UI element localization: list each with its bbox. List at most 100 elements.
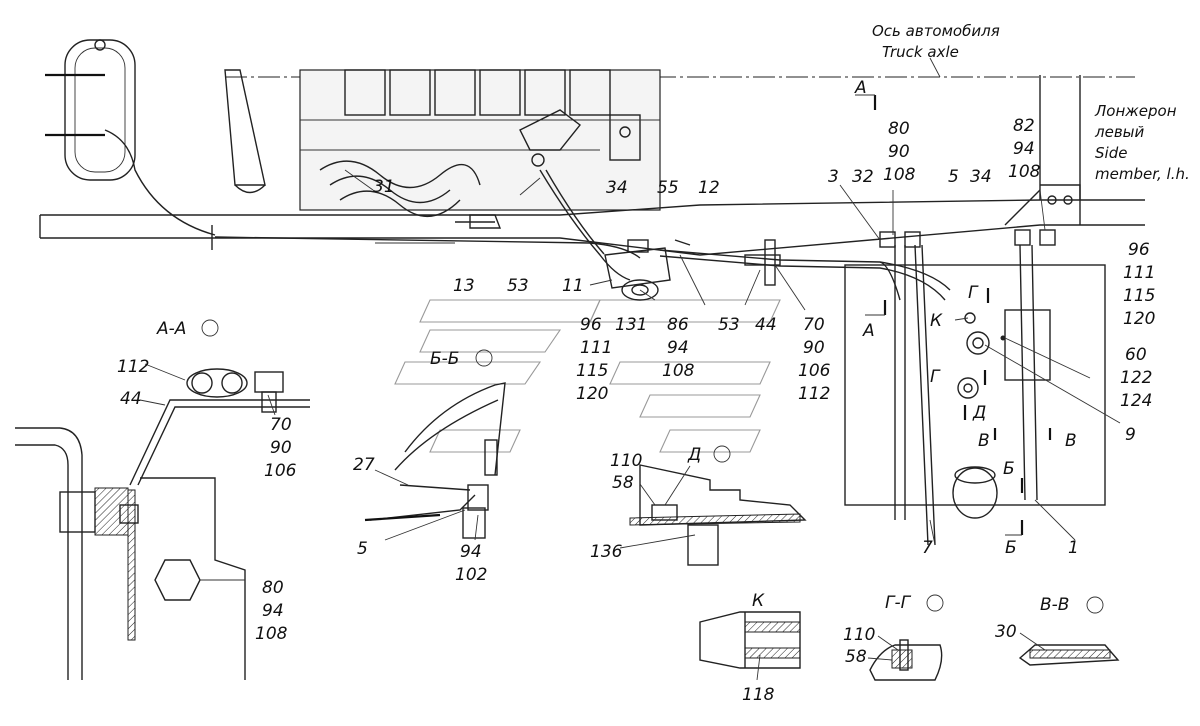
engine-assembly (224, 69, 661, 218)
label-90b: 90 (803, 338, 825, 358)
label-53: 53 (507, 276, 529, 296)
label-115: 115 (576, 361, 608, 381)
label-136: 136 (590, 542, 623, 562)
leader-lines (139, 169, 1121, 681)
label-70: 70 (803, 315, 825, 335)
section-mark-g-1: Г (968, 283, 979, 303)
section-title-bb: Б-Б (430, 349, 459, 369)
label-44: 44 (755, 315, 777, 335)
label-122: 122 (1120, 368, 1152, 388)
label-112a: 112 (117, 357, 149, 377)
section-mark-k: К (930, 311, 943, 331)
label-32: 32 (852, 167, 874, 187)
label-58: 58 (612, 473, 634, 493)
label-34b: 34 (606, 178, 628, 198)
label-80a: 80 (262, 578, 284, 598)
section-title-k: К (752, 591, 765, 611)
section-aa-detail (15, 368, 310, 680)
section-mark-b-2: Б (1005, 538, 1017, 558)
label-106: 106 (798, 361, 831, 381)
label-13: 13 (453, 276, 475, 296)
section-mark-v-2: В (1065, 431, 1077, 451)
section-mark-b-1: Б (1003, 459, 1015, 479)
label-12: 12 (698, 178, 720, 198)
watermark-logo (394, 299, 781, 453)
label-110: 110 (610, 451, 642, 471)
section-mark-v-1: В (978, 431, 990, 451)
label-3: 3 (828, 167, 839, 187)
label-9: 9 (1125, 425, 1136, 445)
label-94a: 94 (262, 601, 284, 621)
axis-label-en: Truck axle (882, 43, 959, 61)
label-58b: 58 (845, 647, 867, 667)
label-108a: 108 (255, 624, 288, 644)
label-80: 80 (888, 119, 910, 139)
section-mark-d: Д (972, 403, 986, 423)
label-86: 86 (667, 315, 689, 335)
section-k-detail (699, 611, 801, 669)
section-title-circles (201, 319, 1104, 614)
label-102: 102 (455, 565, 487, 585)
label-118: 118 (742, 685, 775, 705)
label-108c: 108 (662, 361, 695, 381)
section-mark-g-2: Г (930, 367, 941, 387)
label-31: 31 (373, 177, 395, 197)
label-111r: 111 (1123, 263, 1155, 283)
label-60: 60 (1125, 345, 1147, 365)
label-90: 90 (888, 142, 910, 162)
section-markers (855, 94, 1052, 536)
label-96: 96 (580, 315, 602, 335)
label-82: 82 (1013, 116, 1035, 136)
label-124: 124 (1120, 391, 1152, 411)
label-94: 94 (1013, 139, 1035, 159)
label-94c: 94 (460, 542, 482, 562)
label-53b: 53 (718, 315, 740, 335)
label-90a: 90 (270, 438, 292, 458)
label-120r: 120 (1123, 309, 1155, 329)
side-member-ru-2: левый (1094, 123, 1144, 141)
label-108b: 108 (1008, 162, 1041, 182)
label-44a: 44 (120, 389, 142, 409)
section-mark-a-top: А (854, 78, 867, 98)
section-title-vv: В-В (1040, 595, 1069, 615)
label-120: 120 (576, 384, 608, 404)
label-94b: 94 (667, 338, 689, 358)
label-106a: 106 (264, 461, 297, 481)
section-d-detail (629, 464, 807, 566)
side-member-en-2: member, l.h. (1095, 165, 1190, 183)
fuel-filter-131 (604, 239, 691, 301)
side-member-ru-1: Лонжерон (1094, 102, 1177, 120)
label-96r: 96 (1128, 240, 1150, 260)
section-gg-detail (869, 639, 943, 681)
label-30: 30 (995, 622, 1017, 642)
label-111: 111 (580, 338, 612, 358)
label-70a: 70 (270, 415, 292, 435)
label-115r: 115 (1123, 286, 1155, 306)
section-vv-detail (1018, 644, 1120, 666)
label-34: 34 (970, 167, 992, 187)
section-bb-detail (364, 382, 506, 539)
fuel-lines (214, 169, 951, 301)
label-112: 112 (798, 384, 830, 404)
pipe-clamp-upper-left (45, 39, 216, 250)
label-1: 1 (1068, 538, 1079, 558)
label-5b: 5 (357, 539, 368, 559)
bracket-44 (744, 239, 781, 286)
label-55: 55 (657, 178, 679, 198)
chassis-frame (39, 75, 1145, 256)
fuel-tank (844, 229, 1106, 546)
label-5: 5 (948, 167, 959, 187)
section-title-d: Д (687, 445, 701, 465)
label-7: 7 (922, 538, 933, 558)
axis-label-ru: Ось автомобиля (872, 22, 1000, 40)
section-title-gg: Г-Г (885, 593, 912, 613)
section-mark-a-low: А (862, 321, 875, 341)
label-11: 11 (562, 276, 584, 296)
label-131: 131 (615, 315, 647, 335)
label-108: 108 (883, 165, 916, 185)
section-title-aa: А-А (156, 319, 186, 339)
label-27: 27 (353, 455, 375, 475)
side-member-en-1: Side (1095, 144, 1127, 162)
